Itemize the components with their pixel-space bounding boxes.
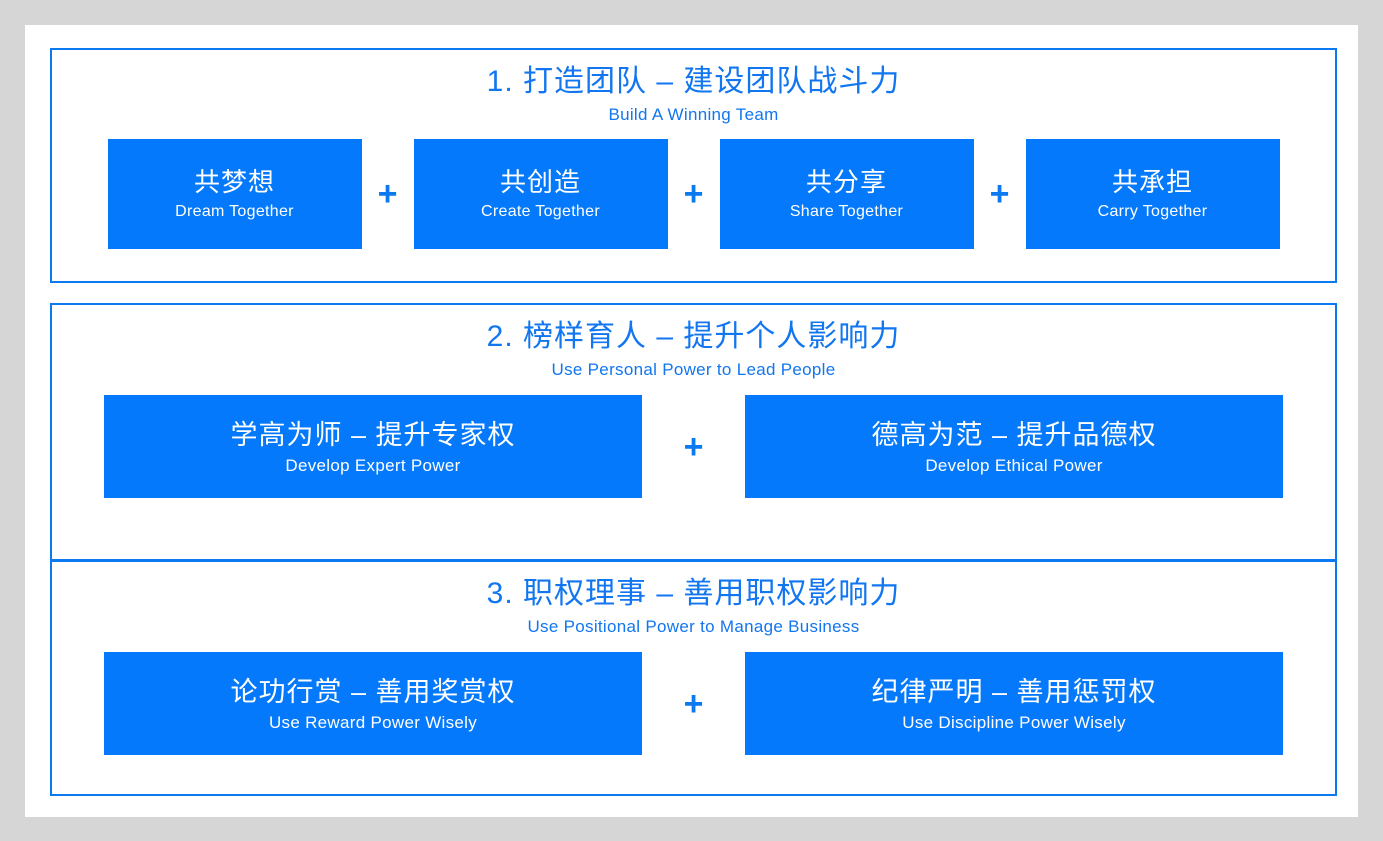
plus-separator-icon: + [683, 427, 704, 466]
section-2-heading-cn: 2. 榜样育人 – 提升个人影响力 [486, 320, 901, 353]
section-panel-1: 1. 打造团队 – 建设团队战斗力 Build A Winning Team 共… [50, 48, 1337, 283]
concept-box-label-en: Use Reward Power Wisely [268, 712, 478, 732]
concept-box-label-cn: 共梦想 [193, 167, 275, 197]
concept-box-label-en: Carry Together [1097, 203, 1208, 220]
section-2-box-row: 学高为师 – 提升专家权 Develop Expert Power + 德高为范… [52, 395, 1335, 498]
concept-box-reward-power[interactable]: 论功行赏 – 善用奖赏权 Use Reward Power Wisely [104, 652, 642, 755]
section-3-heading-en: Use Positional Power to Manage Business [527, 617, 860, 636]
concept-box-label-cn: 共承担 [1111, 167, 1193, 197]
section-1-box-row: 共梦想 Dream Together + 共创造 Create Together… [52, 139, 1335, 249]
concept-box-discipline-power[interactable]: 纪律严明 – 善用惩罚权 Use Discipline Power Wisely [745, 652, 1283, 755]
section-panel-2: 2. 榜样育人 – 提升个人影响力 Use Personal Power to … [50, 303, 1337, 561]
concept-box-label-cn: 共分享 [805, 167, 887, 197]
concept-box-label-en: Create Together [481, 203, 600, 220]
concept-box-label-cn: 共创造 [499, 167, 581, 197]
concept-box-label-cn: 纪律严明 – 善用惩罚权 [871, 676, 1157, 707]
section-panel-3: 3. 职权理事 – 善用职权影响力 Use Positional Power t… [50, 560, 1337, 796]
concept-box-label-en: Share Together [789, 203, 904, 220]
concept-box-dream-together[interactable]: 共梦想 Dream Together [107, 139, 362, 249]
section-1-heading-cn: 1. 打造团队 – 建设团队战斗力 [486, 65, 901, 98]
concept-box-expert-power[interactable]: 学高为师 – 提升专家权 Develop Expert Power [104, 395, 642, 498]
concept-box-label-en: Dream Together [175, 203, 294, 220]
concept-box-label-cn: 德高为范 – 提升品德权 [871, 419, 1157, 450]
section-2-heading-en: Use Personal Power to Lead People [551, 360, 836, 379]
section-3-heading-cn: 3. 职权理事 – 善用职权影响力 [486, 577, 901, 610]
plus-separator-icon: + [989, 175, 1010, 213]
concept-box-carry-together[interactable]: 共承担 Carry Together [1025, 139, 1280, 249]
slide-page: 1. 打造团队 – 建设团队战斗力 Build A Winning Team 共… [25, 25, 1358, 817]
concept-box-label-cn: 论功行赏 – 善用奖赏权 [230, 676, 516, 707]
concept-box-create-together[interactable]: 共创造 Create Together [413, 139, 668, 249]
plus-separator-icon: + [377, 175, 398, 213]
concept-box-label-cn: 学高为师 – 提升专家权 [230, 419, 516, 450]
section-3-box-row: 论功行赏 – 善用奖赏权 Use Reward Power Wisely + 纪… [52, 652, 1335, 755]
concept-box-label-en: Develop Expert Power [285, 455, 461, 475]
plus-separator-icon: + [683, 175, 704, 213]
section-1-heading-en: Build A Winning Team [608, 105, 779, 124]
concept-box-label-en: Develop Ethical Power [925, 455, 1103, 475]
plus-separator-icon: + [683, 684, 704, 723]
concept-box-share-together[interactable]: 共分享 Share Together [719, 139, 974, 249]
concept-box-ethical-power[interactable]: 德高为范 – 提升品德权 Develop Ethical Power [745, 395, 1283, 498]
concept-box-label-en: Use Discipline Power Wisely [902, 712, 1126, 732]
